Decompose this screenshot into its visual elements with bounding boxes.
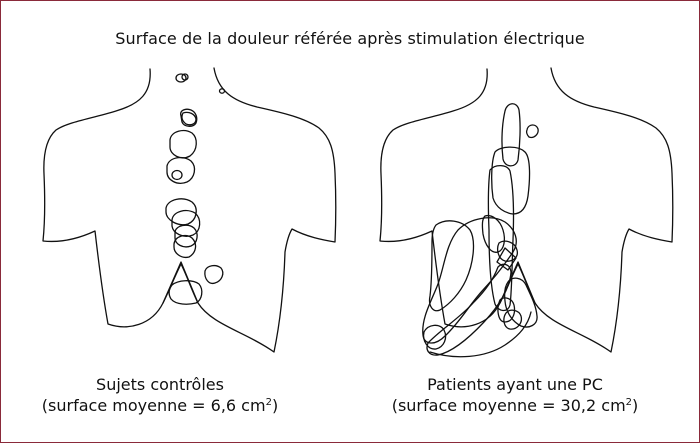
- control-spot: [165, 198, 197, 226]
- figure-title: Surface de la douleur référée après stim…: [115, 29, 585, 48]
- patient-spot: [422, 324, 447, 350]
- patient-spot: [487, 164, 515, 312]
- control-spot: [173, 234, 197, 259]
- control-spot: [180, 108, 198, 127]
- patient-spot: [422, 217, 517, 344]
- patient-torso: [379, 67, 674, 358]
- patient-caption-detail: (surface moyenne = 30,2 cm2): [355, 395, 675, 416]
- patient-spot: [429, 311, 532, 358]
- patient-spot: [525, 124, 539, 139]
- control-detail-superscript: 2: [265, 397, 272, 408]
- patient-spot: [428, 220, 475, 312]
- patient-torso-outline: [379, 67, 674, 353]
- control-torso: [42, 67, 337, 353]
- patient-spot: [481, 214, 505, 253]
- control-spot: [169, 129, 197, 159]
- control-spot: [171, 209, 201, 237]
- patient-spot: [426, 263, 512, 356]
- control-torso-outline: [42, 67, 337, 353]
- control-spot: [204, 264, 224, 285]
- patient-detail-close: ): [632, 396, 639, 415]
- control-caption-label: Sujets contrôles: [96, 375, 224, 394]
- control-spot: [168, 280, 203, 305]
- patient-detail-superscript: 2: [625, 397, 633, 408]
- control-caption: Sujets contrôles (surface moyenne = 6,6 …: [0, 374, 320, 416]
- patient-detail-text: (surface moyenne = 30,2 cm: [391, 396, 626, 415]
- patient-spot: [501, 103, 521, 167]
- control-spot: [181, 73, 189, 81]
- control-detail-text: (surface moyenne = 6,6 cm: [41, 396, 266, 415]
- control-spine-v: [162, 261, 199, 304]
- control-spot: [218, 88, 226, 94]
- control-caption-detail: (surface moyenne = 6,6 cm2): [0, 395, 320, 416]
- control-spot: [181, 111, 197, 126]
- control-spot: [166, 156, 196, 184]
- control-detail-close: ): [271, 396, 279, 415]
- patient-caption: Patients ayant une PC (surface moyenne =…: [355, 374, 675, 416]
- patient-caption-label: Patients ayant une PC: [427, 375, 603, 394]
- patient-spot: [491, 146, 531, 215]
- control-spot: [175, 73, 187, 83]
- control-spot: [174, 224, 198, 248]
- patient-spot: [497, 297, 516, 323]
- patient-spot: [503, 277, 538, 328]
- patient-spot: [496, 247, 517, 271]
- control-spot: [171, 169, 183, 181]
- patient-spot: [497, 240, 518, 262]
